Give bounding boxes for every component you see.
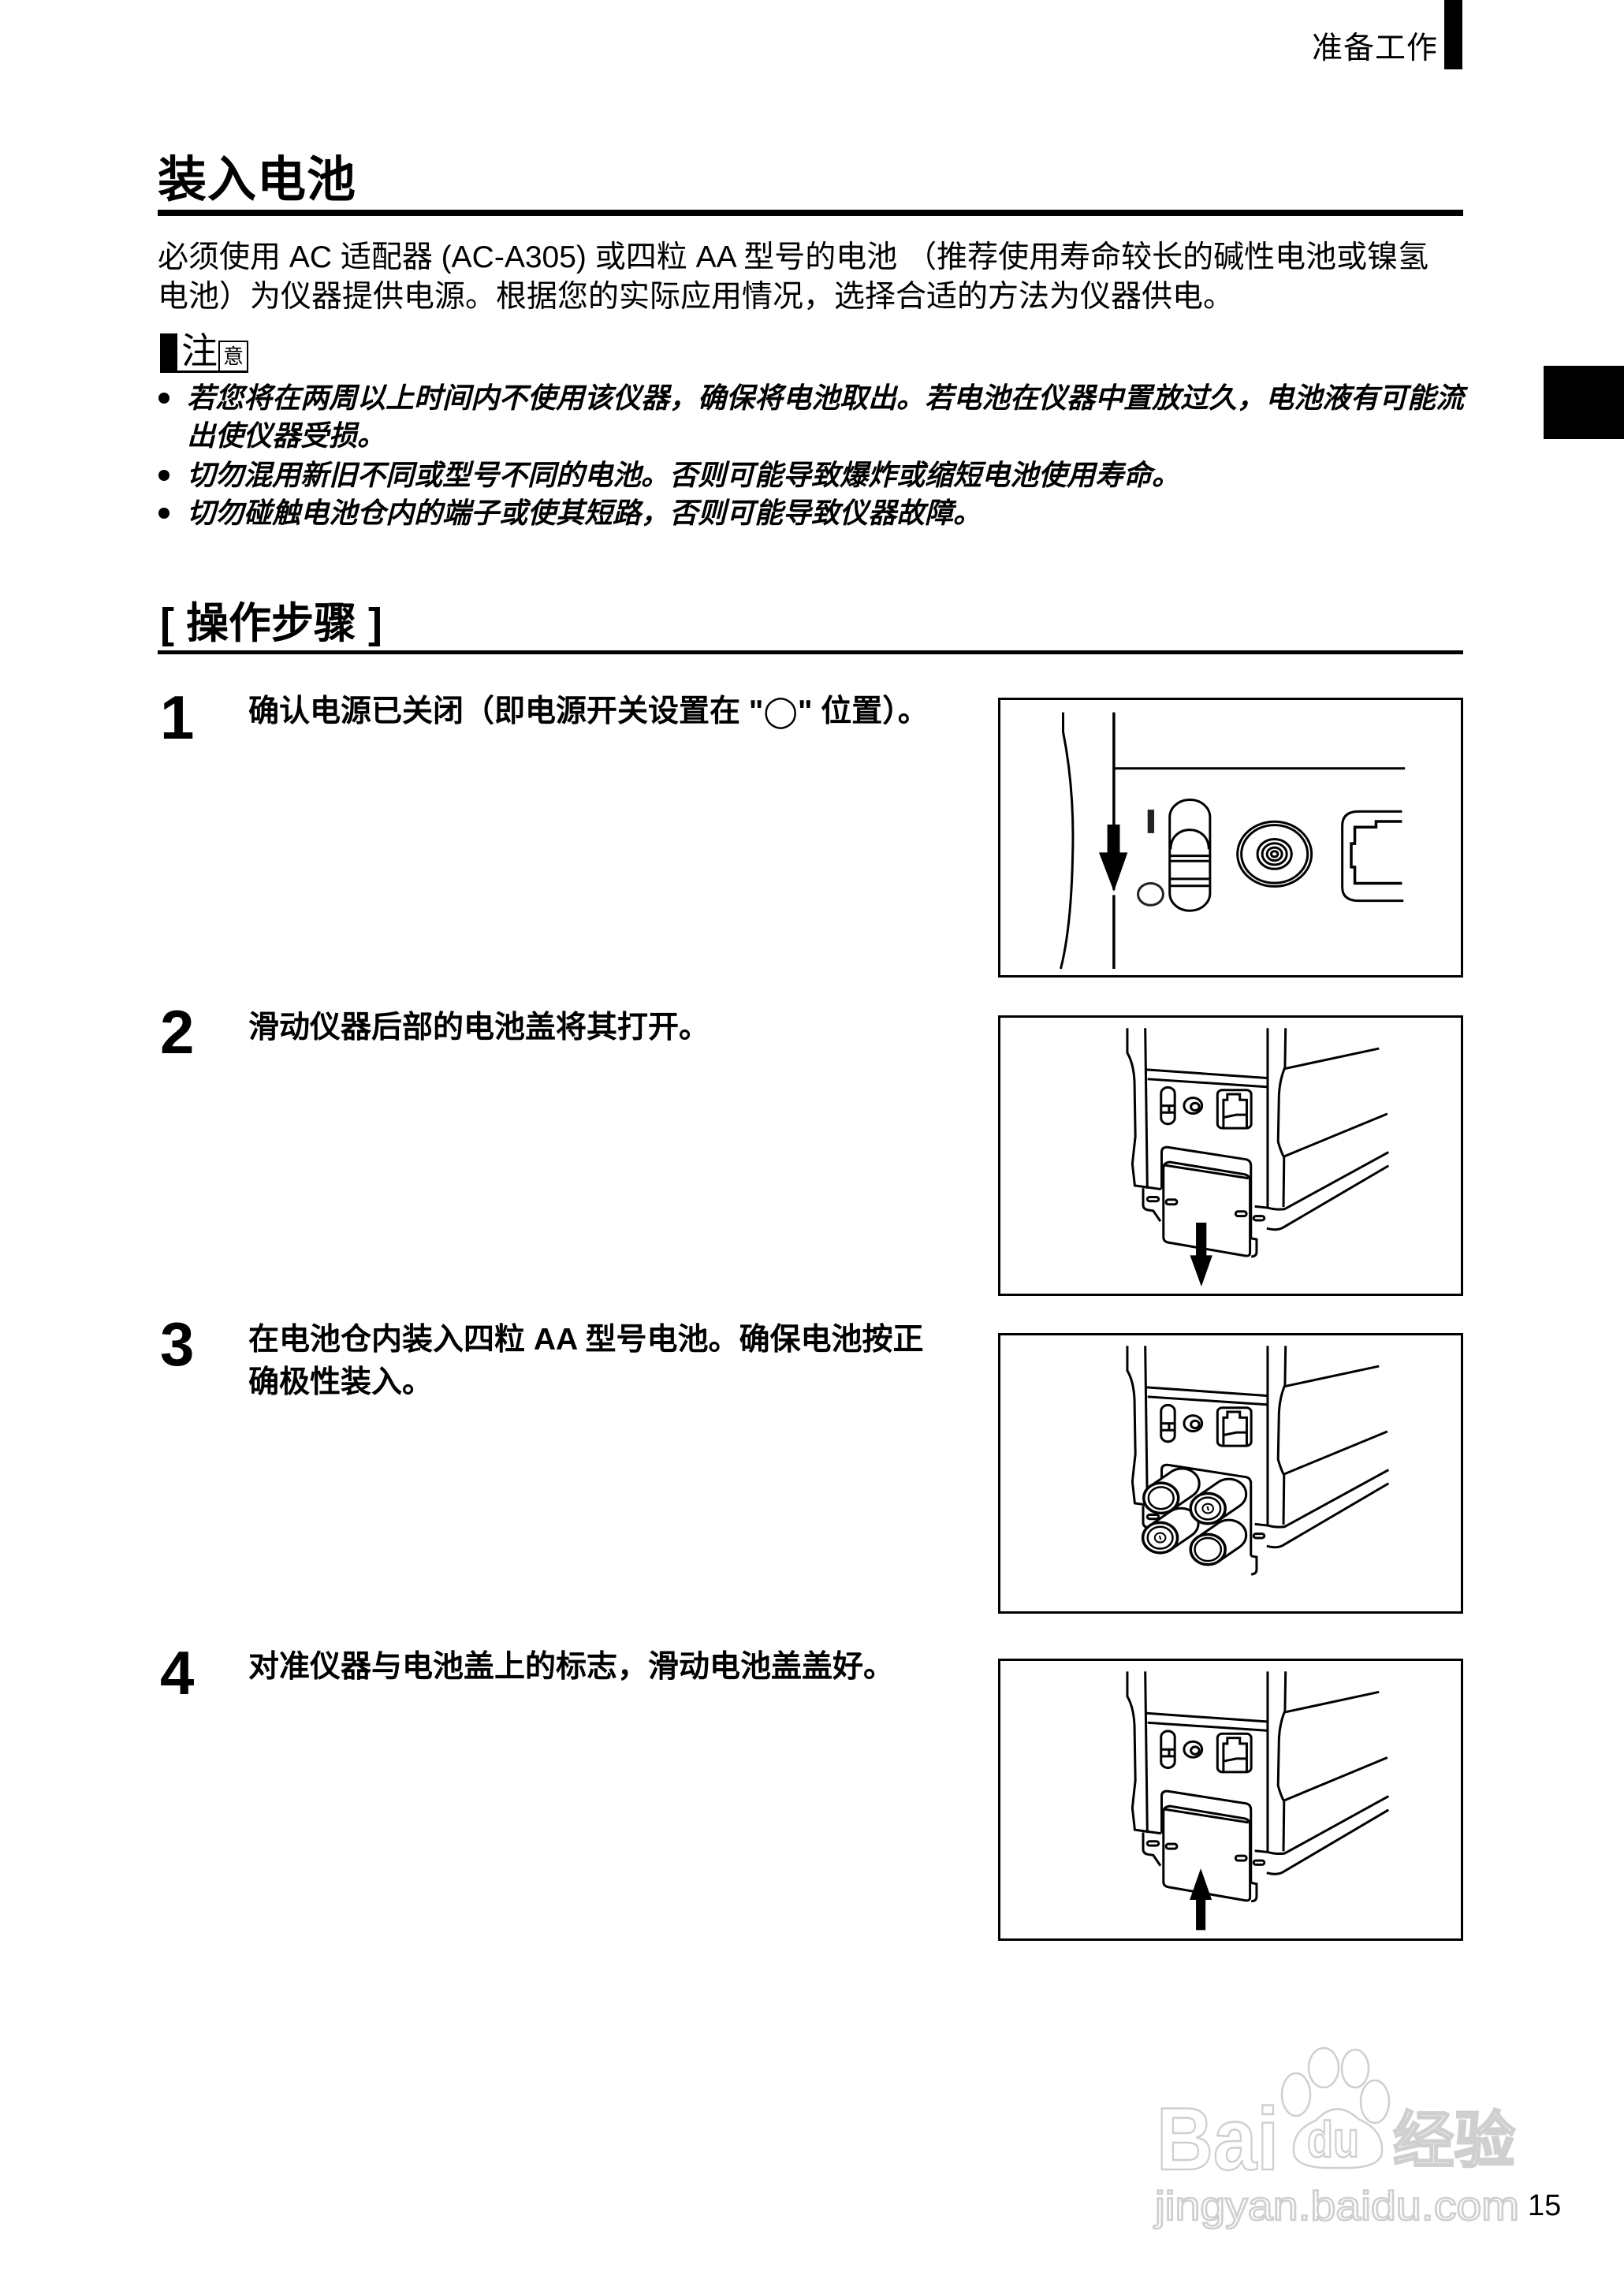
figure-insert-batteries	[998, 1333, 1463, 1614]
intro-line: 必须使用 AC 适配器 (AC-A305) 或四粒 AA 型号的电池 （推荐使用…	[158, 240, 1429, 274]
step-number: 4	[160, 1638, 195, 1707]
bullet-icon	[158, 393, 169, 404]
bullet-icon	[158, 470, 169, 481]
down-arrow-icon	[1190, 1222, 1212, 1287]
caution-label: 注 意	[160, 330, 248, 373]
page-number: 15	[1528, 2189, 1562, 2222]
step-number: 2	[160, 997, 195, 1067]
watermark-brand-right: 经验	[1393, 2106, 1515, 2175]
power-off-mark-icon	[1138, 883, 1164, 905]
open-cover-illustration	[1127, 1027, 1389, 1287]
power-switch-illustration	[1000, 700, 1461, 975]
header-marker-bar	[1444, 0, 1462, 69]
step-text: 确认电源已关闭（即电源开关设置在 "◯" 位置）。	[248, 695, 929, 728]
section-label: 准备工作	[1311, 32, 1438, 65]
watermark-url: jingyan.baidu.com	[1153, 2184, 1519, 2229]
data-port-icon	[1343, 811, 1404, 900]
aa-battery-icon	[1190, 1493, 1225, 1523]
figure-power-switch-off	[998, 698, 1463, 978]
down-arrow-icon	[1098, 824, 1128, 892]
intro-line: 电池）为仪器提供电源。根据您的实际应用情况，选择合适的方法为仪器供电。	[158, 280, 1235, 314]
watermark-brand-left: Bai	[1157, 2090, 1279, 2188]
step-number: 3	[160, 1309, 195, 1379]
step-text: 滑动仪器后部的电池盖将其打开。	[248, 1011, 710, 1045]
device-side-panel	[1061, 713, 1406, 969]
title-underline	[158, 210, 1463, 216]
step-text-continued: 确极性装入。	[248, 1365, 434, 1399]
watermark-brand-paw-text: du	[1307, 2111, 1359, 2168]
figure-open-battery-cover	[998, 1015, 1463, 1296]
chapter-tab	[1544, 366, 1624, 439]
caution-item: 若您将在两周以上时间内不使用该仪器，确保将电池取出。若电池在仪器中置放过久，电池…	[187, 382, 1465, 414]
step-number: 1	[160, 683, 195, 752]
battery-cover	[1163, 1161, 1251, 1257]
caution-marker-bar	[160, 333, 177, 371]
aa-battery-icon	[1144, 1483, 1179, 1513]
baidu-jingyan-watermark: Bai du 经验 jingyan.baidu.com	[1153, 2042, 1520, 2230]
aa-battery-icon	[1143, 1522, 1178, 1552]
caution-item-continued: 出使仪器受损。	[187, 419, 386, 452]
step-text: 在电池仓内装入四粒 AA 型号电池。确保电池按正	[248, 1323, 924, 1357]
figure-close-battery-cover	[998, 1659, 1463, 1941]
up-arrow-icon	[1190, 1868, 1212, 1931]
procedure-heading: [ 操作步骤 ]	[160, 600, 382, 647]
power-on-mark-icon	[1147, 810, 1155, 833]
caution-label-main: 注	[181, 330, 218, 371]
dc-jack-icon	[1238, 821, 1312, 886]
page-title: 装入电池	[158, 153, 357, 207]
paw-logo-icon	[1282, 2048, 1389, 2168]
aa-battery-icon	[1190, 1534, 1225, 1564]
caution-item: 切勿碰触电池仓内的端子或使其短路，否则可能导致仪器故障。	[187, 497, 982, 529]
procedure-underline	[158, 650, 1463, 654]
caution-item: 切勿混用新旧不同或型号不同的电池。否则可能导致爆炸或缩短电池使用寿命。	[187, 459, 1181, 491]
step-text: 对准仪器与电池盖上的标志，滑动电池盖盖好。	[248, 1650, 895, 1684]
insert-batteries-illustration	[1127, 1345, 1389, 1575]
caution-label-sub: 意	[218, 341, 248, 371]
bullet-icon	[158, 508, 169, 519]
power-slide-switch-icon	[1170, 799, 1210, 911]
close-cover-illustration	[1127, 1670, 1389, 1931]
